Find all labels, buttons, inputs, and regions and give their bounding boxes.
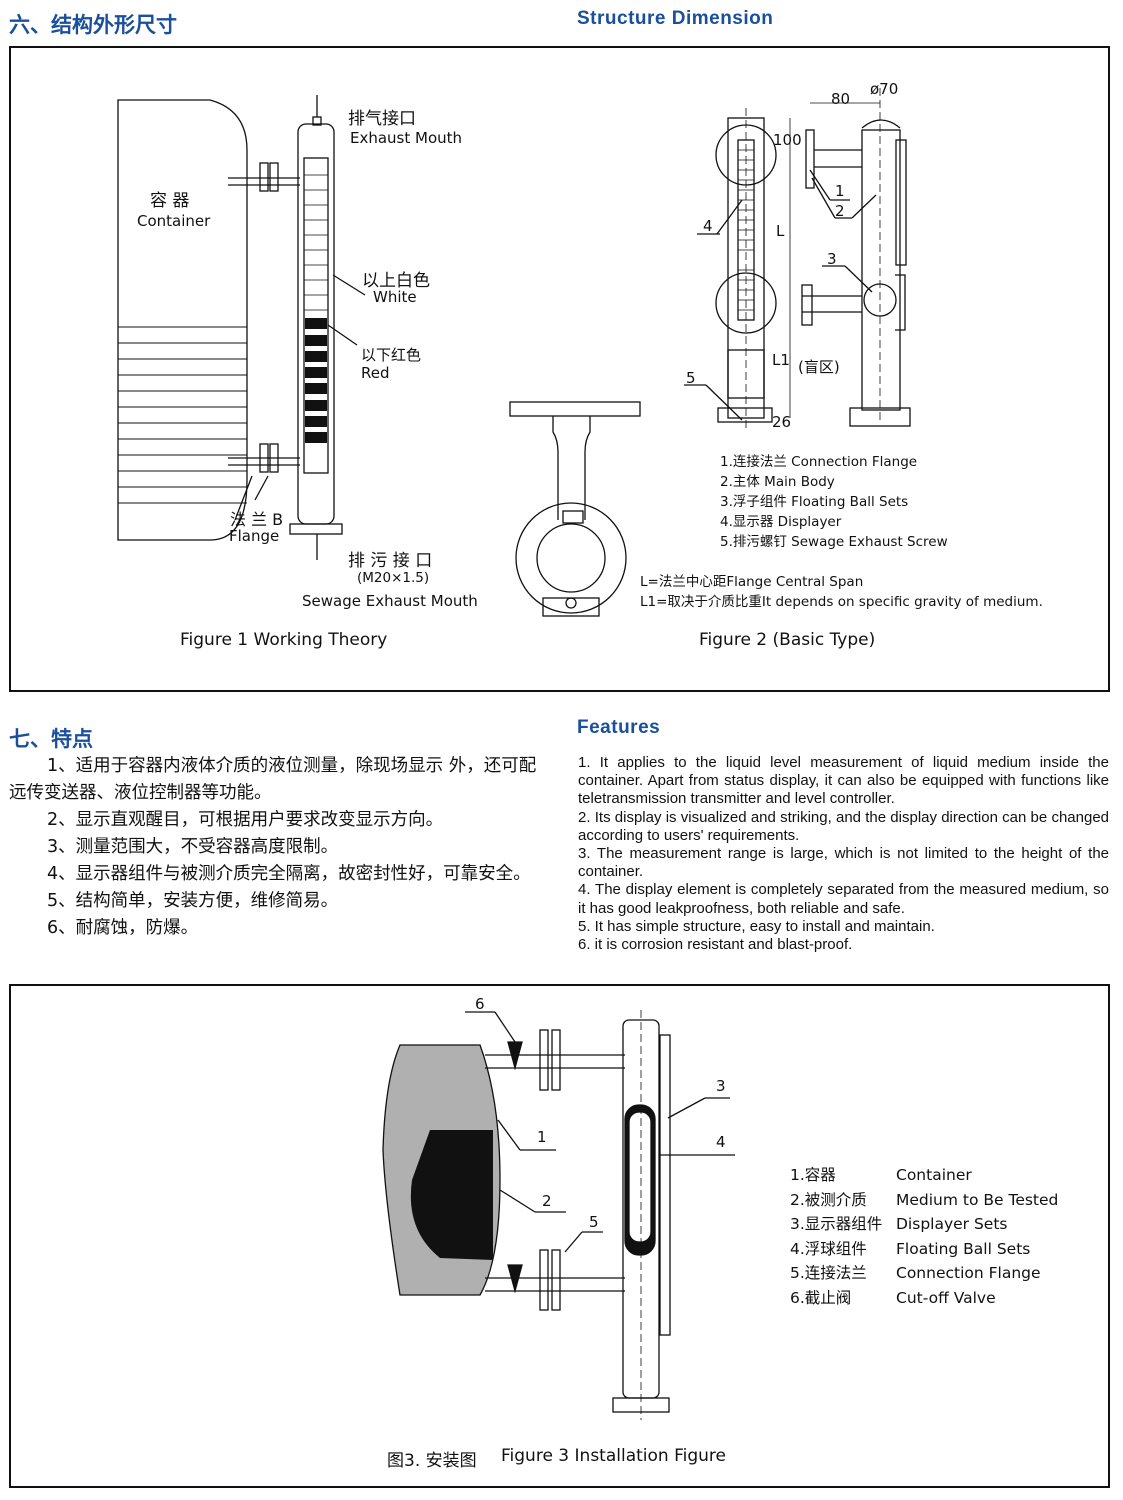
dim-26: 26 <box>772 413 792 431</box>
fig3-callout-6: 6 <box>475 995 485 1013</box>
figure2-caption: Figure 2 (Basic Type) <box>699 630 876 650</box>
callout-1: 1 <box>835 182 845 200</box>
red-label-cn: 以下红色 <box>361 346 422 364</box>
legend-item: 5.排污螺钉 Sewage Exhaust Screw <box>720 534 948 550</box>
dim-80: 80 <box>831 90 851 108</box>
legend-item: 2.主体 Main Body <box>720 474 835 490</box>
blind-zone-label: (盲区) <box>798 358 840 376</box>
callout-5: 5 <box>686 369 696 387</box>
legend-en: Floating Ball Sets <box>896 1239 1031 1258</box>
container-label-en: Container <box>137 212 211 230</box>
dim-70: ø70 <box>870 80 899 98</box>
figure3-caption-en: Figure 3 Installation Figure <box>501 1446 726 1466</box>
feature-cn-item: 6、耐腐蚀，防爆。 <box>47 918 199 938</box>
dim-L1: L1 <box>772 351 790 369</box>
note-L: L=法兰中心距Flange Central Span <box>640 574 864 590</box>
sewage-spec: (M20×1.5) <box>357 570 430 586</box>
flange-label-en: Flange <box>229 527 280 545</box>
sewage-label-en: Sewage Exhaust Mouth <box>302 592 478 610</box>
exhaust-label-en: Exhaust Mouth <box>350 129 463 147</box>
figure1-caption: Figure 1 Working Theory <box>180 630 388 650</box>
section6-title-en: Structure Dimension <box>577 8 774 29</box>
figure3-caption-cn: 图3. 安装图 <box>387 1451 477 1471</box>
fig3-callout-3: 3 <box>716 1077 726 1095</box>
legend-cn: 3.显示器组件 <box>790 1215 883 1234</box>
white-label-cn: 以上白色 <box>362 271 430 291</box>
callout-2: 2 <box>835 202 845 220</box>
dim-100: 100 <box>773 131 802 149</box>
section7-title-cn: 七、特点 <box>9 727 93 751</box>
legend-en: Cut-off Valve <box>896 1288 996 1307</box>
fig3-callout-1: 1 <box>537 1128 547 1146</box>
legend-cn: 4.浮球组件 <box>790 1239 867 1258</box>
feature-en-item: 5. It has simple structure, easy to inst… <box>578 917 935 935</box>
feature-cn-item: 1、适用于容器内液体介质的液位测量，除现场显示 外，还可配远传变送器、液位控制器… <box>9 756 537 803</box>
legend-cn: 5.连接法兰 <box>790 1264 867 1283</box>
dim-L: L <box>776 222 785 240</box>
flange-label-cn: 法 兰 B <box>230 510 284 529</box>
legend-cn: 1.容器 <box>790 1166 836 1184</box>
feature-cn-item: 4、显示器组件与被测介质完全隔离，故密封性好，可靠安全。 <box>47 864 531 884</box>
callout-4: 4 <box>703 217 713 235</box>
features-cn: 1、适用于容器内液体介质的液位测量，除现场显示 外，还可配远传变送器、液位控制器… <box>9 753 549 942</box>
legend-en: Medium to Be Tested <box>896 1190 1059 1209</box>
legend-en: Container <box>896 1166 972 1184</box>
container-label-cn: 容 器 <box>150 191 190 211</box>
feature-cn-item: 5、结构简单，安装方便，维修简易。 <box>47 891 339 911</box>
fig3-callout-4: 4 <box>716 1133 726 1151</box>
feature-en-item: 2. Its display is visualized and strikin… <box>578 808 1109 844</box>
fig3-callout-2: 2 <box>542 1192 552 1210</box>
legend-item: 3.浮子组件 Floating Ball Sets <box>720 494 909 510</box>
red-label-en: Red <box>361 364 390 382</box>
structure-figure-box <box>9 46 1110 692</box>
features-en: 1. It applies to the liquid level measur… <box>578 754 1109 954</box>
legend-cn: 2.被测介质 <box>790 1190 867 1209</box>
feature-en-item: 1. It applies to the liquid level measur… <box>578 754 1109 808</box>
section6-title-cn: 六、结构外形尺寸 <box>9 13 177 37</box>
callout-3: 3 <box>827 250 837 268</box>
section7-title-en: Features <box>577 717 661 738</box>
sewage-label-cn: 排 污 接 口 <box>348 551 433 571</box>
feature-cn-item: 3、测量范围大，不受容器高度限制。 <box>47 837 339 857</box>
fig3-callout-5: 5 <box>589 1213 599 1231</box>
exhaust-label-cn: 排气接口 <box>348 109 416 129</box>
legend-item: 1.连接法兰 Connection Flange <box>720 454 918 470</box>
legend-en: Connection Flange <box>896 1264 1041 1283</box>
feature-en-item: 3. The measurement range is large, which… <box>578 845 1109 881</box>
feature-en-item: 4. The display element is completely sep… <box>578 881 1109 917</box>
legend-en: Displayer Sets <box>896 1215 1008 1234</box>
installation-figure-box <box>9 984 1110 1488</box>
feature-cn-item: 2、显示直观醒目，可根据用户要求改变显示方向。 <box>47 810 444 830</box>
white-label-en: White <box>373 288 417 306</box>
feature-en-item: 6. it is corrosion resistant and blast-p… <box>578 936 853 954</box>
legend-cn: 6.截止阀 <box>790 1288 852 1307</box>
note-L1: L1=取决于介质比重It depends on specific gravity… <box>640 594 1043 610</box>
legend-item: 4.显示器 Displayer <box>720 514 842 530</box>
